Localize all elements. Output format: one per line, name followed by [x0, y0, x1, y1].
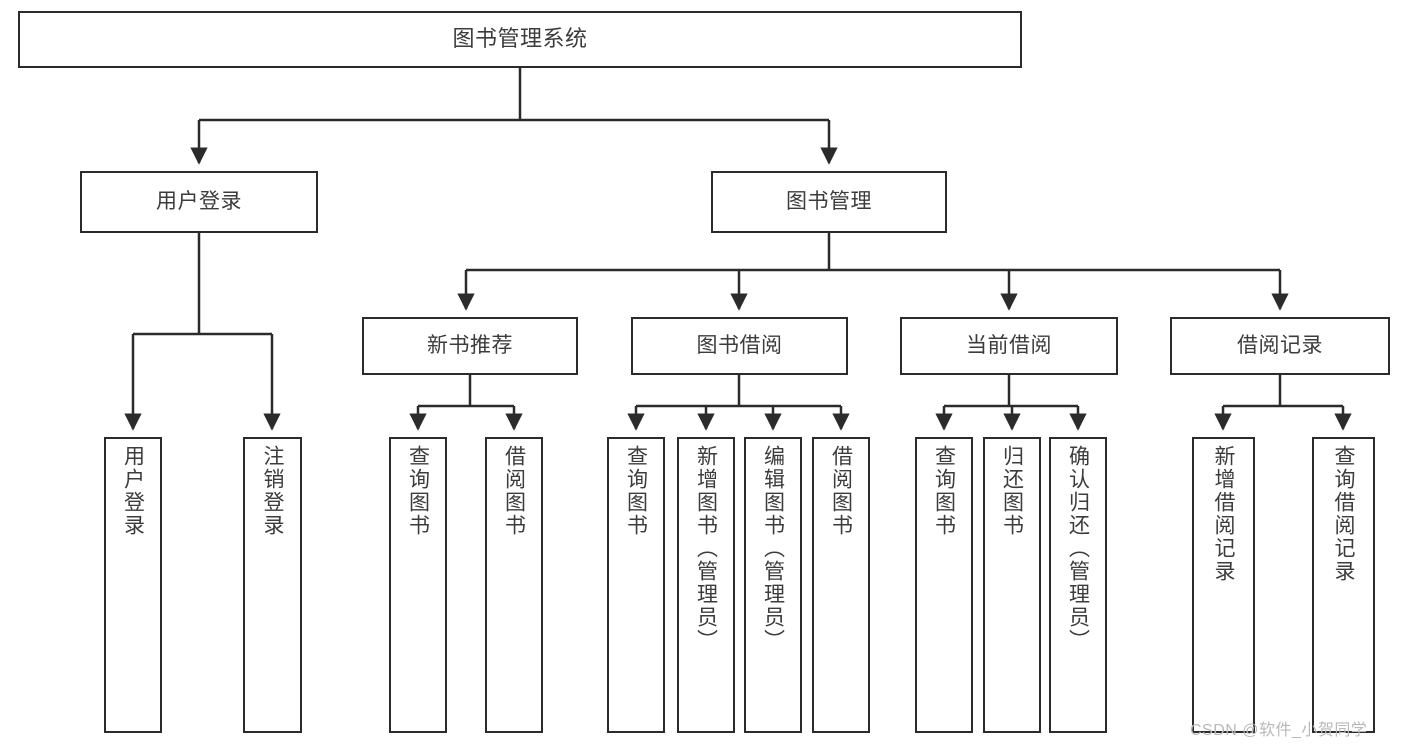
node-label: 确认归还（管理员）: [1066, 445, 1090, 652]
leaf-add-borrow-record[interactable]: 新增借阅记录: [1192, 437, 1255, 733]
node-label: 归还图书: [1000, 445, 1024, 537]
node-label: 查询借阅记录: [1332, 445, 1355, 583]
node-label: 用户登录: [121, 445, 145, 537]
node-root[interactable]: 图书管理系统: [18, 11, 1022, 68]
node-new-book-recommend[interactable]: 新书推荐: [362, 317, 578, 375]
node-label: 图书管理系统: [452, 26, 588, 52]
leaf-borrow-book[interactable]: 借阅图书: [812, 437, 870, 733]
node-book-borrow[interactable]: 图书借阅: [631, 317, 848, 375]
node-borrow-records[interactable]: 借阅记录: [1170, 317, 1390, 375]
node-label: 图书管理: [786, 190, 872, 214]
node-user-login[interactable]: 用户登录: [80, 171, 318, 233]
leaf-borrow-book-new[interactable]: 借阅图书: [485, 437, 543, 733]
node-label: 注销登录: [261, 445, 284, 537]
node-label: 查询图书: [932, 445, 956, 537]
node-label: 图书借阅: [696, 334, 783, 358]
node-label: 借阅图书: [829, 445, 853, 537]
node-label: 新书推荐: [427, 334, 513, 358]
leaf-add-book-admin[interactable]: 新增图书（管理员）: [677, 437, 735, 733]
node-label: 借阅图书: [502, 445, 526, 537]
leaf-query-borrow-record[interactable]: 查询借阅记录: [1312, 437, 1375, 733]
node-label: 借阅记录: [1237, 334, 1323, 358]
node-label: 新增借阅记录: [1212, 445, 1235, 583]
leaf-return-book[interactable]: 归还图书: [983, 437, 1041, 733]
leaf-query-book-borrow[interactable]: 查询图书: [607, 437, 665, 733]
node-label: 编辑图书（管理员）: [761, 445, 785, 652]
node-current-borrow[interactable]: 当前借阅: [900, 317, 1118, 375]
node-label: 查询图书: [624, 445, 648, 537]
leaf-edit-book-admin[interactable]: 编辑图书（管理员）: [744, 437, 802, 733]
node-label: 新增图书（管理员）: [694, 445, 718, 652]
leaf-user-logout[interactable]: 注销登录: [243, 437, 302, 733]
leaf-query-book-current[interactable]: 查询图书: [915, 437, 973, 733]
node-book-management[interactable]: 图书管理: [711, 171, 947, 233]
csdn-watermark: CSDN @软件_小贺同学: [1190, 722, 1368, 739]
node-label: 查询图书: [406, 445, 430, 537]
node-label: 当前借阅: [966, 334, 1052, 358]
leaf-user-login[interactable]: 用户登录: [104, 437, 162, 733]
node-label: 用户登录: [156, 190, 242, 214]
leaf-query-book-new[interactable]: 查询图书: [389, 437, 447, 733]
leaf-confirm-return-admin[interactable]: 确认归还（管理员）: [1049, 437, 1107, 733]
